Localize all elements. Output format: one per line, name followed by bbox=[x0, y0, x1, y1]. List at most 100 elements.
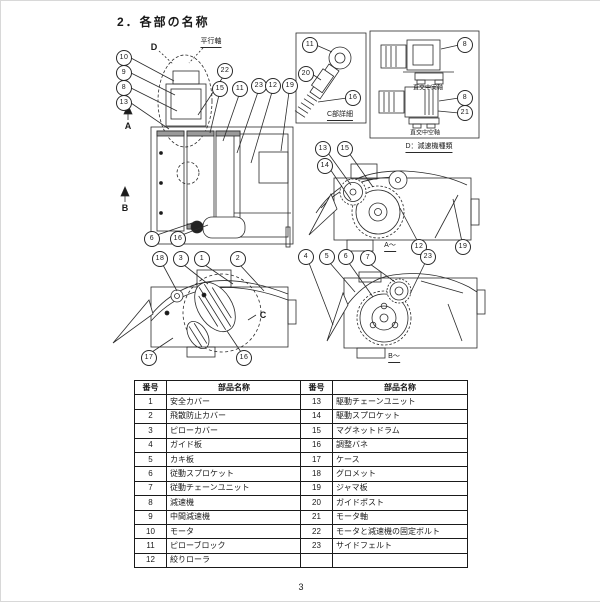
part-no bbox=[300, 552, 333, 569]
part-name: 従動チェーンユニット bbox=[166, 480, 302, 497]
callout-7: 7 bbox=[360, 250, 376, 266]
part-name: 中間減速機 bbox=[166, 509, 302, 525]
callout-8: 8 bbox=[116, 80, 132, 96]
part-no: 17 bbox=[300, 451, 333, 468]
part-name: ピローブロック bbox=[166, 538, 302, 554]
part-name: 従動スプロケット bbox=[166, 466, 302, 482]
reducer-types-art bbox=[369, 30, 480, 139]
callout-8: 8 bbox=[457, 90, 473, 106]
view-c-art bbox=[112, 264, 297, 358]
part-no: 23 bbox=[300, 538, 333, 554]
callout-13: 13 bbox=[315, 141, 331, 157]
part-no: 18 bbox=[300, 466, 333, 482]
part-name bbox=[332, 552, 468, 569]
page-number: 3 bbox=[298, 582, 304, 592]
page-title: 2．各部の名称 bbox=[117, 15, 210, 29]
section-arrow-a-label: A bbox=[124, 121, 132, 131]
part-name: グロメット bbox=[332, 466, 468, 482]
part-no: 9 bbox=[134, 509, 167, 525]
table-header-row: 番号 部品名称 bbox=[134, 379, 302, 396]
callout-4: 4 bbox=[298, 249, 314, 265]
part-no: 12 bbox=[134, 552, 167, 569]
part-no: 7 bbox=[134, 480, 167, 497]
callout-1: 1 bbox=[194, 251, 210, 267]
part-name: モータ bbox=[166, 523, 302, 540]
col-header-name: 部品名称 bbox=[166, 379, 302, 396]
part-no: 5 bbox=[134, 451, 167, 468]
part-no: 2 bbox=[134, 408, 167, 425]
part-no: 13 bbox=[300, 394, 333, 410]
callout-6: 6 bbox=[338, 249, 354, 265]
callout-22: 22 bbox=[217, 63, 233, 79]
callout-8: 8 bbox=[457, 37, 473, 53]
hollow-shaft-label: 直交中空軸 bbox=[409, 130, 441, 137]
callout-16: 16 bbox=[236, 350, 252, 366]
part-name: カキ板 bbox=[166, 451, 302, 468]
part-name: ピローカバー bbox=[166, 423, 302, 439]
callout-13: 13 bbox=[116, 95, 132, 111]
reducer-types-caption: D：減速機種類 bbox=[405, 141, 453, 153]
part-name: サイドフェルト bbox=[332, 538, 468, 554]
section-arrow-b-label: B bbox=[121, 203, 129, 213]
solid-shaft-label: 直交中実軸 bbox=[412, 85, 444, 92]
part-name: ジャマ板 bbox=[332, 480, 468, 497]
callout-19: 19 bbox=[282, 78, 298, 94]
callout-15: 15 bbox=[212, 81, 228, 97]
callout-2: 2 bbox=[230, 251, 246, 267]
detail-ref-d-label: D bbox=[150, 42, 158, 52]
callout-3: 3 bbox=[173, 251, 189, 267]
part-name: マグネットドラム bbox=[332, 423, 468, 439]
part-no: 4 bbox=[134, 437, 167, 453]
callout-14: 14 bbox=[317, 158, 333, 174]
part-no: 3 bbox=[134, 423, 167, 439]
part-no: 1 bbox=[134, 394, 167, 410]
callout-12: 12 bbox=[265, 78, 281, 94]
part-name: 駆動チェーンユニット bbox=[332, 394, 468, 410]
plan-view-art bbox=[120, 47, 294, 248]
part-name: モータと減速機の固定ボルト bbox=[332, 523, 468, 540]
part-no: 6 bbox=[134, 466, 167, 482]
table-row bbox=[300, 552, 468, 569]
part-no: 8 bbox=[134, 495, 167, 511]
table-header-row: 番号 部品名称 bbox=[300, 379, 468, 396]
part-no: 19 bbox=[300, 480, 333, 497]
c-detail-art bbox=[294, 32, 367, 124]
part-name: 駆動スプロケット bbox=[332, 408, 468, 425]
part-no: 20 bbox=[300, 495, 333, 511]
col-header-name: 部品名称 bbox=[332, 379, 468, 396]
col-header-no: 番号 bbox=[300, 379, 333, 396]
callout-20: 20 bbox=[298, 66, 314, 82]
callout-19: 19 bbox=[455, 239, 471, 255]
part-no: 16 bbox=[300, 437, 333, 453]
part-no: 21 bbox=[300, 509, 333, 525]
col-header-no: 番号 bbox=[134, 379, 167, 396]
part-name: 飛散防止カバー bbox=[166, 408, 302, 425]
part-no: 14 bbox=[300, 408, 333, 425]
part-no: 11 bbox=[134, 538, 167, 554]
view-b-art bbox=[308, 262, 486, 359]
callout-15: 15 bbox=[337, 141, 353, 157]
callout-9: 9 bbox=[116, 65, 132, 81]
detail-ref-c-label: C bbox=[259, 310, 267, 320]
